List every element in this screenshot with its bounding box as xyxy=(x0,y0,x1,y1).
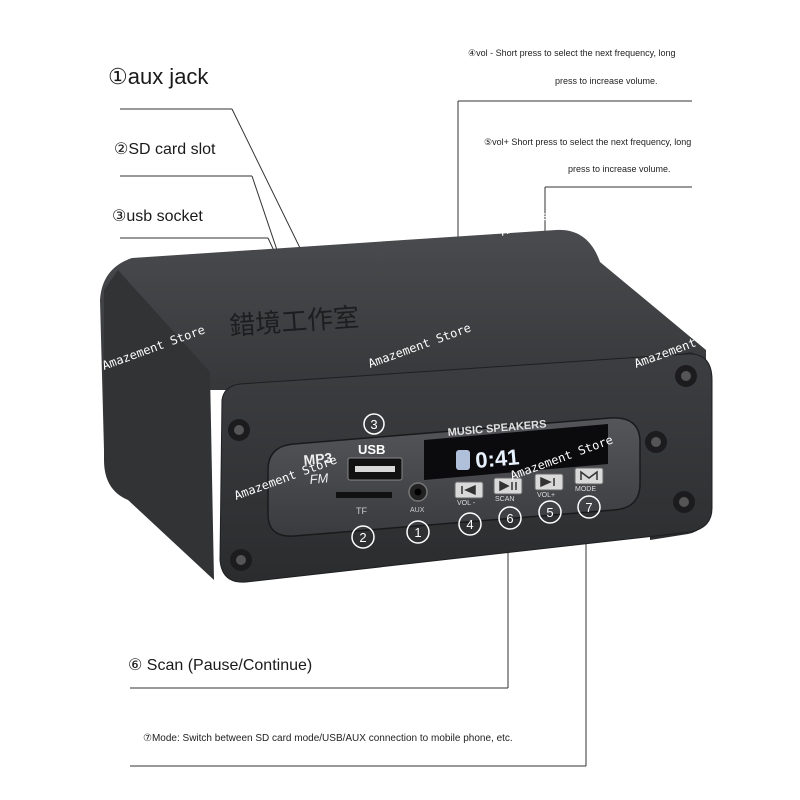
scan-label: SCAN xyxy=(495,496,514,503)
vol-plus-label: VOL+ xyxy=(537,492,555,499)
marker-3-number: 3 xyxy=(370,417,377,432)
marker-5-number: 5 xyxy=(546,505,553,520)
marker-1-number: 1 xyxy=(414,525,421,540)
screw-top-left-icon xyxy=(228,419,250,441)
marker-5 xyxy=(538,500,562,524)
display-indicator-icon xyxy=(456,450,470,470)
callout-aux-jack: ①aux jack xyxy=(108,64,209,89)
callout-vol-minus-line1: ④vol - Short press to select the next fr… xyxy=(468,48,676,58)
marker-6 xyxy=(498,506,522,530)
aux-label: AUX xyxy=(410,507,425,514)
callout-vol-plus-line2: press to increase volume. xyxy=(568,164,671,174)
marker-7-number: 7 xyxy=(585,500,592,515)
usb-port-contacts xyxy=(355,466,395,472)
marker-2 xyxy=(351,525,375,549)
callout-vol-plus-line1: ⑤vol+ Short press to select the next fre… xyxy=(484,137,692,147)
play-pause-icon xyxy=(499,480,517,492)
usb-label: USB xyxy=(358,442,385,457)
marker-3 xyxy=(363,413,385,435)
device-left-side xyxy=(104,270,214,580)
screw-mid-right-icon xyxy=(645,431,667,453)
aux-jack-hole xyxy=(414,488,422,496)
logo-fm: FM xyxy=(309,470,329,487)
next-icon xyxy=(540,476,555,488)
marker-7 xyxy=(577,495,601,519)
marker-1 xyxy=(406,520,430,544)
marker-2-number: 2 xyxy=(359,530,366,545)
marker-6-number: 6 xyxy=(506,511,513,526)
callout-vol-minus-line2: press to increase volume. xyxy=(555,76,658,86)
tf-label: TF xyxy=(356,506,367,516)
callout-mode: ⑦Mode: Switch between SD card mode/USB/A… xyxy=(143,733,513,744)
callout-scan: ⑥ Scan (Pause/Continue) xyxy=(128,657,313,674)
marker-4 xyxy=(458,512,482,536)
screw-top-right-icon xyxy=(675,365,697,387)
mode-icon xyxy=(580,470,598,480)
vol-minus-label: VOL - xyxy=(457,500,476,507)
screw-bottom-right-icon xyxy=(673,491,695,513)
callout-usb-socket: ③usb socket xyxy=(112,208,203,225)
marker-4-number: 4 xyxy=(466,517,473,532)
prev-icon xyxy=(461,484,476,496)
logo-mp3: MP3 xyxy=(303,450,333,468)
screw-bottom-left-icon xyxy=(230,549,252,571)
tf-card-slot xyxy=(336,492,392,498)
mode-button xyxy=(574,467,604,485)
device-top-surface xyxy=(100,229,706,450)
display-time: 0:41 xyxy=(474,444,520,473)
mode-label: MODE xyxy=(575,486,596,493)
callout-sd-card-slot: ②SD card slot xyxy=(114,141,216,158)
